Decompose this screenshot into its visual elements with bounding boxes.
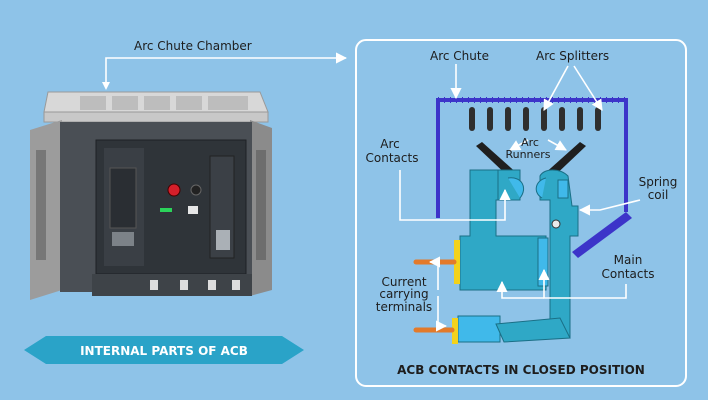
arc-runners-label-line1: Arc <box>521 136 539 149</box>
arc-contacts-label-line1: Arc <box>380 137 399 151</box>
fixed-contact-body <box>459 169 549 291</box>
main-contacts-label-line1: Main <box>614 253 643 267</box>
red-push-button-icon <box>167 183 181 197</box>
spring-coil-label-line1: Spring <box>639 175 678 189</box>
pivot-icon <box>551 219 561 229</box>
arc-chute-chamber-block <box>43 91 269 123</box>
current-terminals-label-line2: carrying <box>379 287 428 301</box>
arc-chute-chamber-label: Arc Chute Chamber <box>134 39 252 53</box>
spring-coil-label-line2: coil <box>648 188 669 202</box>
arc-splitters <box>469 107 601 131</box>
arc-chute-chamber-arrow <box>105 52 348 86</box>
acb-breaker-photo <box>30 91 272 300</box>
diagram-panel <box>355 39 687 387</box>
banner-text: INTERNAL PARTS OF ACB <box>80 344 248 358</box>
arc-contacts-label-line2: Contacts <box>366 151 419 165</box>
arc-chute-label: Arc Chute <box>430 49 489 63</box>
arc-chute-outline <box>436 97 632 258</box>
main-contacts-label-line2: Contacts <box>602 267 655 281</box>
lower-terminal-link <box>457 315 571 343</box>
arc-splitters-label: Arc Splitters <box>536 49 609 63</box>
charging-knob-icon <box>190 184 202 196</box>
internal-parts-banner: INTERNAL PARTS OF ACB <box>24 336 304 364</box>
arc-runners-label-line2: Runners <box>505 148 550 161</box>
current-terminals-label-line3: terminals <box>376 300 432 314</box>
current-terminals-label-line1: Current <box>381 275 426 289</box>
diagram-caption: ACB CONTACTS IN CLOSED POSITION <box>397 363 645 377</box>
annotation-arrows <box>399 64 641 332</box>
